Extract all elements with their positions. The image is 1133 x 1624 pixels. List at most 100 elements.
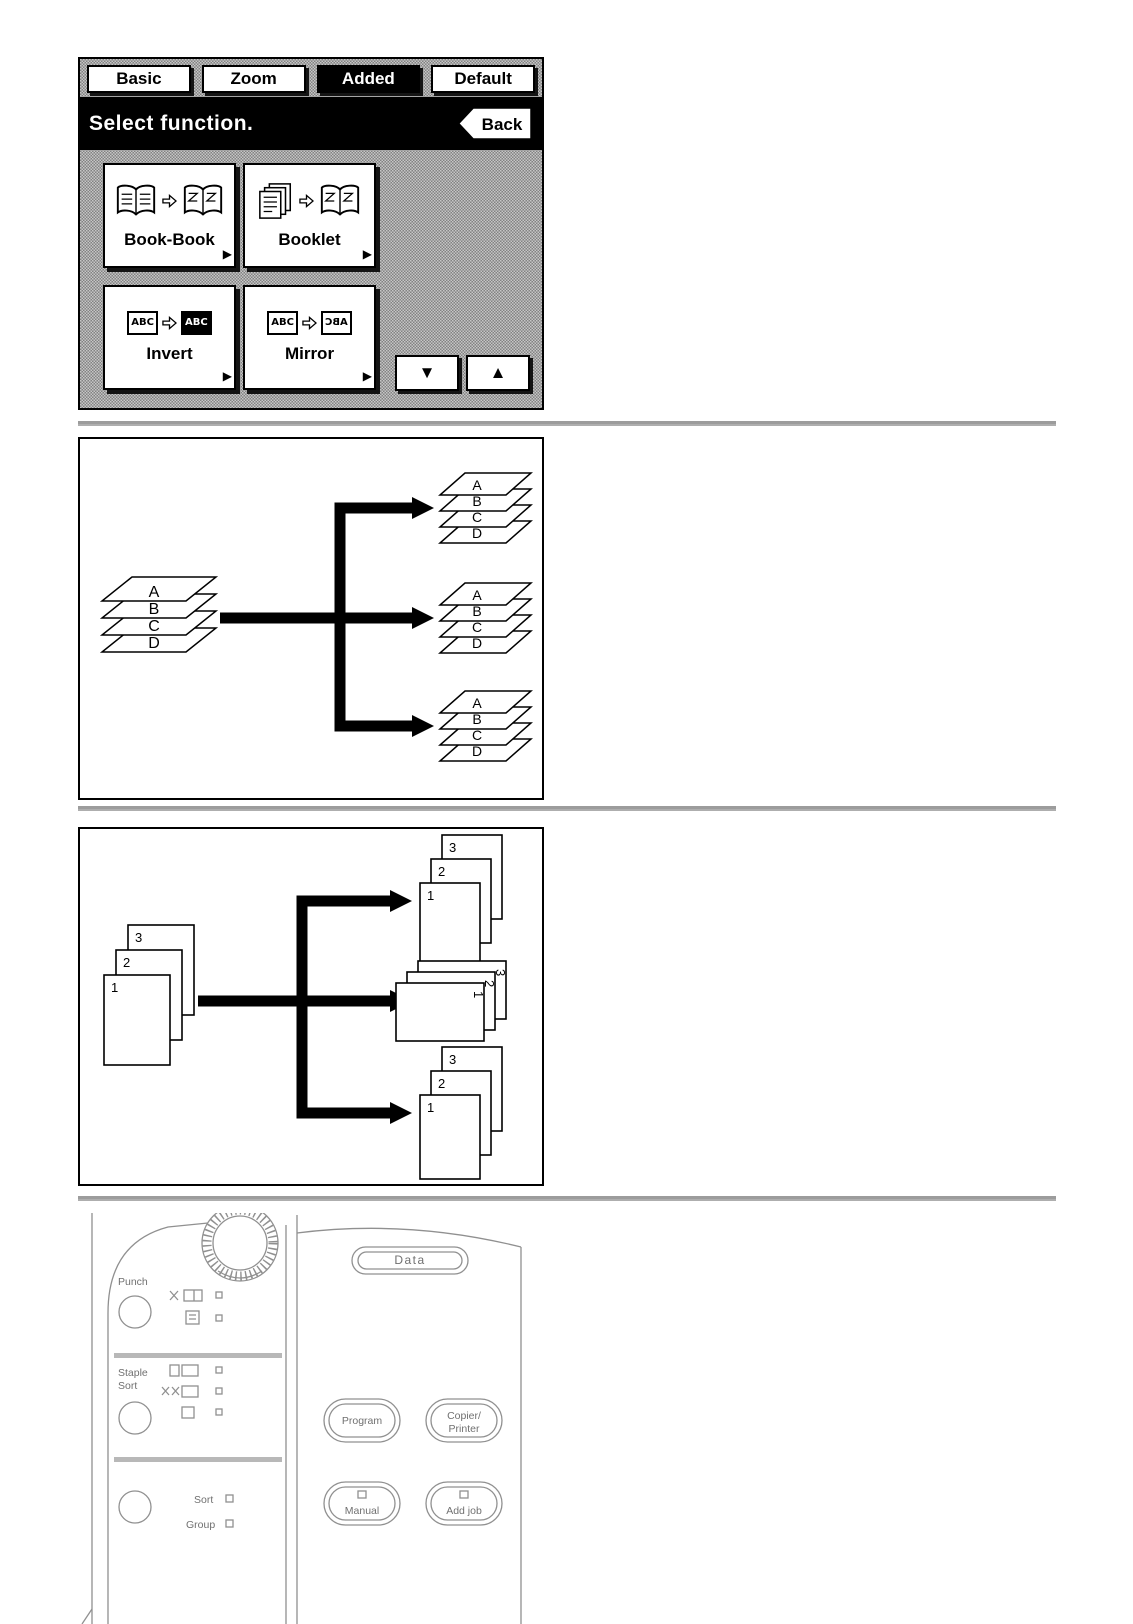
indicator-led: [215, 1291, 223, 1299]
scroll-down-button[interactable]: ▼: [395, 355, 459, 391]
sorted-copy-stack: [438, 582, 533, 654]
data-indicator: Data: [351, 1246, 469, 1275]
svg-text:B: B: [472, 711, 481, 727]
sort-diagram-svg: A B C D A B C D: [99, 472, 533, 762]
punch-mode-icon: [185, 1310, 200, 1325]
original-page-stack: [103, 924, 195, 1066]
staple-mode-icon: [181, 1406, 195, 1419]
down-triangle-icon: ▼: [418, 363, 436, 382]
svg-text:C: C: [472, 727, 482, 743]
copier-printer-button[interactable]: Copier/ Printer: [425, 1398, 503, 1443]
book-book-button[interactable]: Book-Book ▶: [103, 163, 236, 268]
hinge-knob: [201, 1204, 279, 1282]
add-job-button[interactable]: Add job: [425, 1481, 503, 1526]
data-label: Data: [394, 1253, 425, 1267]
punch-mode-icon: [183, 1289, 203, 1302]
page-stack-icon: [259, 183, 292, 219]
back-button[interactable]: Back: [456, 105, 534, 142]
sort-group-button[interactable]: [118, 1490, 152, 1524]
open-book-copy-icon: [320, 184, 360, 216]
staple-mode-icon: [169, 1364, 180, 1377]
branch-arrows: [198, 890, 412, 1124]
staple-sort-button[interactable]: [118, 1401, 152, 1435]
tab-default[interactable]: Default: [431, 65, 535, 93]
svg-text:C: C: [472, 619, 482, 635]
tab-bar: Basic Zoom Added Default: [87, 65, 535, 93]
indicator-led: [357, 1490, 367, 1499]
svg-text:B: B: [472, 603, 481, 619]
scroll-up-button[interactable]: ▲: [466, 355, 530, 391]
staple-label-line1: Staple: [118, 1367, 148, 1379]
svg-text:D: D: [148, 635, 160, 652]
program-button[interactable]: Program: [323, 1398, 401, 1443]
copy-group-numbers: 3 2 1: [427, 1052, 456, 1115]
sort-group-section: Sort Group: [118, 1490, 234, 1531]
copier-label-line1: Copier/: [447, 1410, 481, 1422]
panel-outline: [81, 1213, 522, 1624]
svg-text:3: 3: [135, 930, 142, 945]
indicator-led: [225, 1519, 234, 1528]
indicator-led: [225, 1494, 234, 1503]
svg-text:2: 2: [123, 955, 130, 970]
abc-normal-box: ABC: [127, 311, 158, 335]
punch-section: Punch: [118, 1276, 223, 1329]
svg-text:A: A: [472, 695, 482, 711]
tab-zoom[interactable]: Zoom: [201, 65, 306, 93]
back-label: Back: [482, 115, 523, 134]
original-sheet-labels: A B C D: [148, 584, 160, 652]
mirror-button[interactable]: ABC ABC Mirror ▶: [243, 285, 376, 390]
original-page-numbers: 3 2 1: [111, 930, 142, 995]
copy-group-rotated-numbers: 3 2 1: [471, 969, 508, 998]
section-divider: [78, 1196, 1056, 1201]
svg-text:D: D: [472, 635, 482, 651]
status-bar: Select function. Back: [80, 97, 542, 150]
svg-text:1: 1: [111, 980, 118, 995]
copy-group-numbers: 3 2 1: [427, 840, 456, 903]
invert-label: Invert: [146, 344, 193, 363]
abc-normal-box: ABC: [267, 311, 298, 335]
sort-illustration: A B C D A B C D: [78, 437, 544, 800]
arrow-right-icon: [162, 193, 177, 209]
svg-text:C: C: [472, 509, 482, 525]
sorted-copy-labels: A B C D: [472, 695, 482, 759]
copy-group-rotated: [395, 960, 507, 1042]
more-arrow-icon: ▶: [362, 247, 372, 261]
open-book-icon: [116, 184, 156, 216]
svg-text:A: A: [472, 477, 482, 493]
branch-arrows: [220, 497, 434, 737]
copier-touchscreen: Basic Zoom Added Default Select function…: [78, 57, 544, 410]
svg-text:A: A: [149, 584, 160, 601]
invert-icon: ABC ABC: [127, 311, 212, 335]
svg-text:1: 1: [471, 991, 486, 998]
svg-text:B: B: [472, 493, 481, 509]
up-triangle-icon: ▲: [489, 363, 507, 382]
copy-group: [419, 1046, 503, 1180]
finisher-control-panel: Data Punch Staple Sort: [78, 1204, 544, 1624]
indicator-led: [215, 1366, 223, 1374]
svg-text:D: D: [472, 525, 482, 541]
arrow-right-icon: [299, 193, 314, 209]
program-label: Program: [342, 1415, 383, 1427]
addjob-label: Add job: [446, 1505, 482, 1517]
sorted-copy-labels: A B C D: [472, 477, 482, 541]
section-divider: [78, 806, 1056, 811]
section-divider: [78, 421, 1056, 426]
separator-bar: [114, 1457, 282, 1462]
tab-added[interactable]: Added: [316, 65, 421, 93]
booklet-button[interactable]: Booklet ▶: [243, 163, 376, 268]
manual-label: Manual: [345, 1505, 379, 1517]
more-arrow-icon: ▶: [222, 247, 232, 261]
indicator-led: [215, 1408, 223, 1416]
tab-basic[interactable]: Basic: [87, 65, 191, 93]
staple-mode-icon: [181, 1385, 199, 1398]
book-to-book-icon: [114, 181, 225, 221]
more-arrow-icon: ▶: [222, 369, 232, 383]
manual-button[interactable]: Manual: [323, 1481, 401, 1526]
copier-label-line2: Printer: [449, 1423, 480, 1435]
svg-text:3: 3: [449, 840, 456, 855]
copy-group: [419, 834, 503, 968]
punch-button[interactable]: [118, 1295, 152, 1329]
abc-mirrored-box: ABC: [321, 311, 352, 335]
invert-button[interactable]: ABC ABC Invert ▶: [103, 285, 236, 390]
svg-text:B: B: [149, 601, 160, 618]
